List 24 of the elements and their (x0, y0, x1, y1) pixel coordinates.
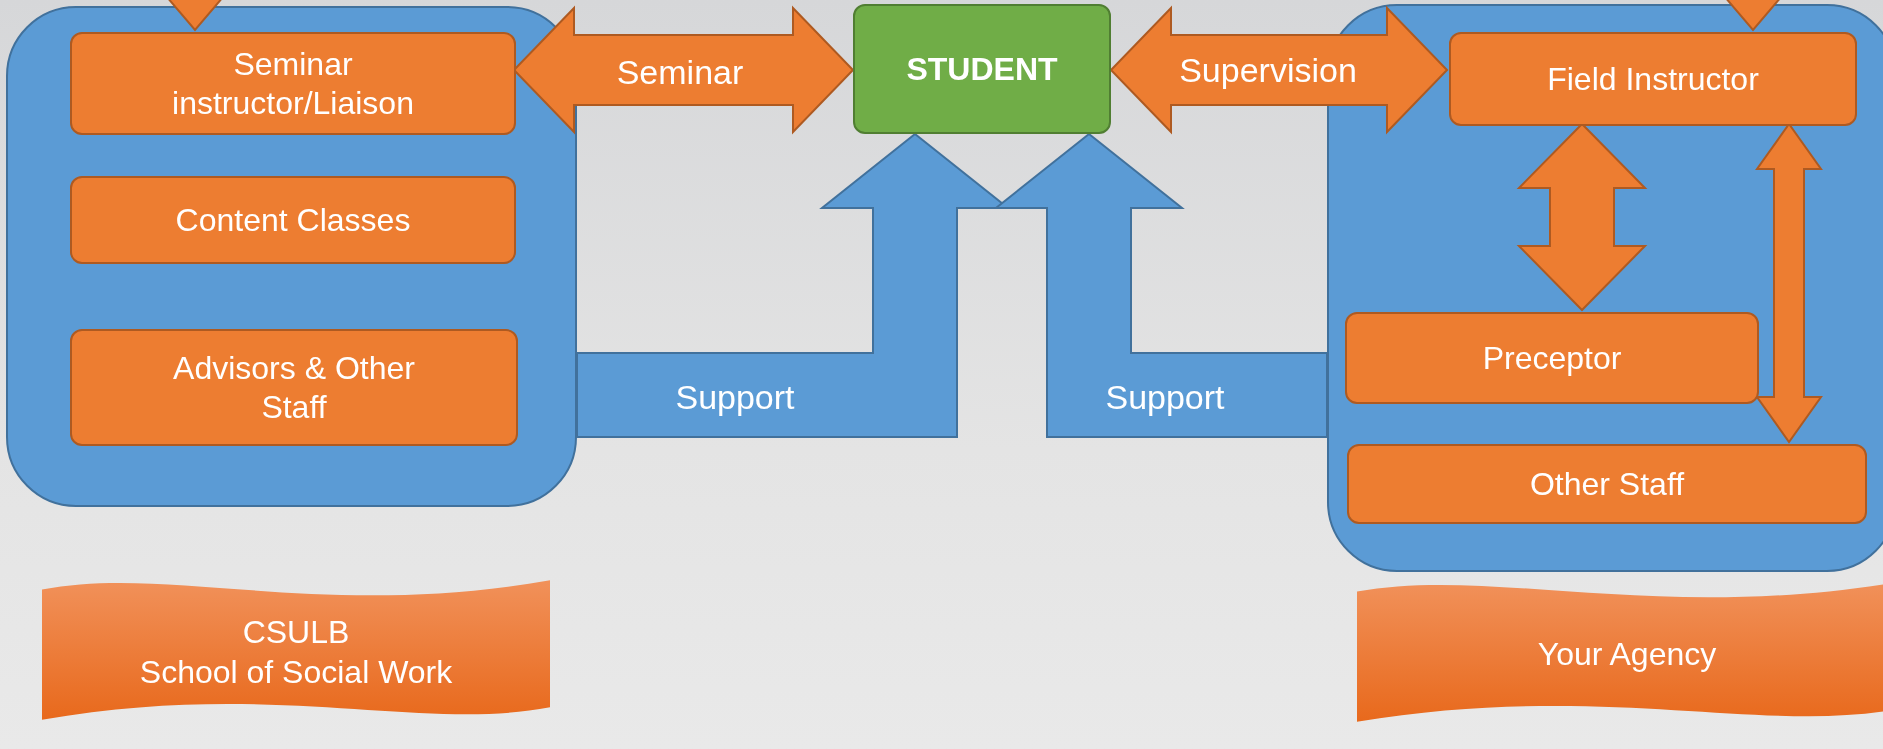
edge-label: Support (675, 377, 795, 417)
role-box (1345, 312, 1759, 404)
student-box (853, 4, 1111, 134)
node-text: CSULB (242, 612, 350, 652)
role-box (70, 329, 518, 446)
role-box (1449, 32, 1857, 126)
node-text: Field Instructor (1547, 59, 1759, 99)
block-arrow (1109, 5, 1449, 135)
role-box (70, 176, 516, 264)
node-text: School of Social Work (139, 652, 453, 692)
node-text: Seminar instructor/Liaison (171, 45, 415, 122)
edge-label: Support (1105, 377, 1225, 417)
block-arrow (993, 132, 1328, 438)
node-text: Advisors & Other Staff (172, 349, 416, 426)
node-text: STUDENT (906, 49, 1058, 89)
edge-label: Supervision (1179, 50, 1357, 90)
node-text: Content Classes (175, 200, 411, 240)
node-text: Your Agency (1537, 634, 1717, 674)
edge-label: Seminar (616, 52, 744, 92)
node-text: Other Staff (1529, 464, 1685, 504)
role-box (1347, 444, 1867, 524)
rounded-panel (6, 6, 577, 507)
role-box (70, 32, 516, 135)
node-text: Preceptor (1482, 338, 1622, 378)
